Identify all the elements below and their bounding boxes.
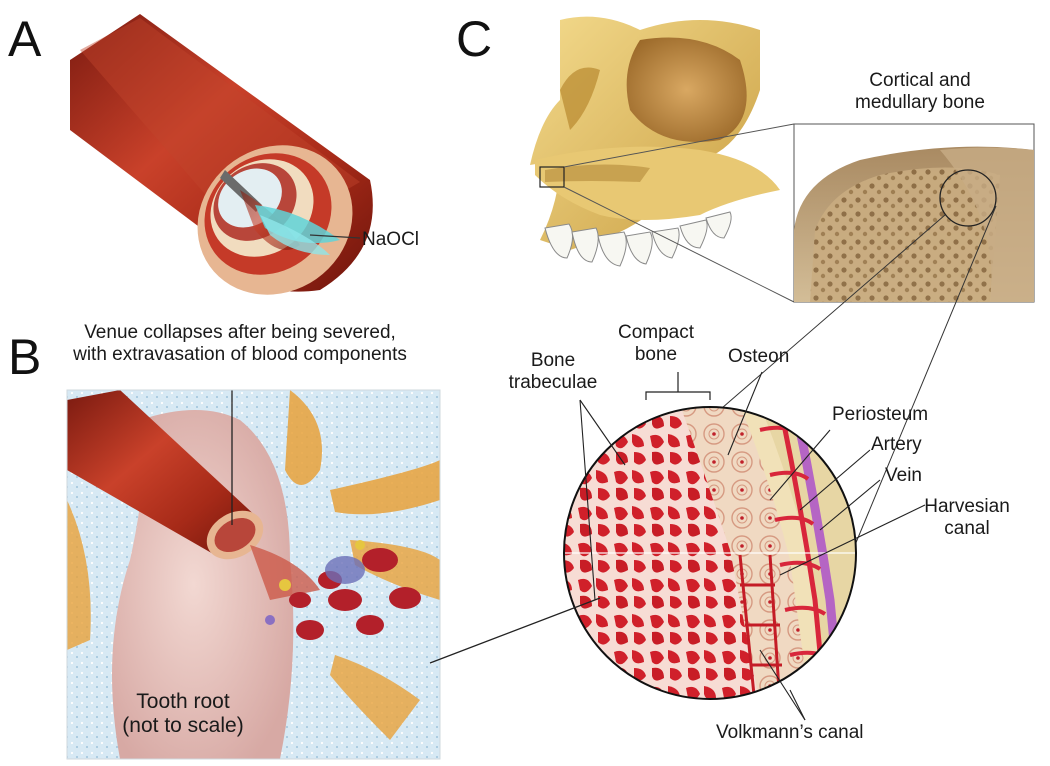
label-harvesian-line1: Harvesian	[924, 496, 1010, 517]
cortical-medullary-box	[793, 123, 1035, 303]
connector-b-to-circle	[429, 597, 601, 664]
label-tooth-root-line2: (not to scale)	[122, 714, 244, 738]
label-osteon: Osteon	[728, 346, 790, 367]
label-venue-line1: Venue collapses after being severed,	[84, 322, 396, 343]
label-venue: Venue collapses after being severed, wit…	[70, 322, 410, 366]
label-cortical-line2: medullary bone	[855, 91, 985, 113]
label-harvesian-line2: canal	[944, 517, 990, 539]
label-artery: Artery	[871, 434, 922, 455]
label-compact-line1: Compact	[617, 322, 695, 343]
panel-a-vessel	[70, 14, 373, 295]
zoom-lines-bone	[721, 205, 997, 546]
panel-c-skull	[530, 16, 780, 267]
label-compact-bone: Compact bone	[606, 322, 706, 366]
label-volkmann-canal: Volkmann’s canal	[716, 722, 864, 743]
label-compact-line2: bone	[634, 343, 678, 365]
panel-b-scene	[67, 390, 440, 759]
label-trabeculae-line2: trabeculae	[508, 371, 598, 393]
label-cortical: Cortical and medullary bone	[840, 70, 1000, 114]
label-periosteum: Periosteum	[832, 404, 929, 425]
panel-label-a: A	[8, 11, 42, 67]
label-tooth-root-line1: Tooth root	[136, 690, 230, 713]
label-tooth-root: Tooth root (not to scale)	[108, 690, 258, 738]
label-trabeculae-line1: Bone	[530, 350, 576, 371]
label-naocl: NaOCl	[362, 229, 420, 250]
label-harvesian-canal: Harvesian canal	[912, 496, 1022, 540]
label-venue-line2: with extravasation of blood components	[73, 343, 407, 365]
panel-label-c: C	[456, 11, 493, 67]
label-cortical-line1: Cortical and	[869, 70, 971, 91]
compact-bone-bracket	[645, 391, 711, 400]
label-vein: Vein	[885, 465, 922, 486]
leader-lines	[579, 371, 926, 721]
panel-b-frame	[66, 389, 441, 760]
bone-magnified-circle	[563, 406, 857, 700]
label-bone-trabeculae: Bone trabeculae	[498, 350, 608, 394]
zoom-lines-skull	[563, 123, 795, 303]
panel-label-b: B	[8, 329, 42, 385]
